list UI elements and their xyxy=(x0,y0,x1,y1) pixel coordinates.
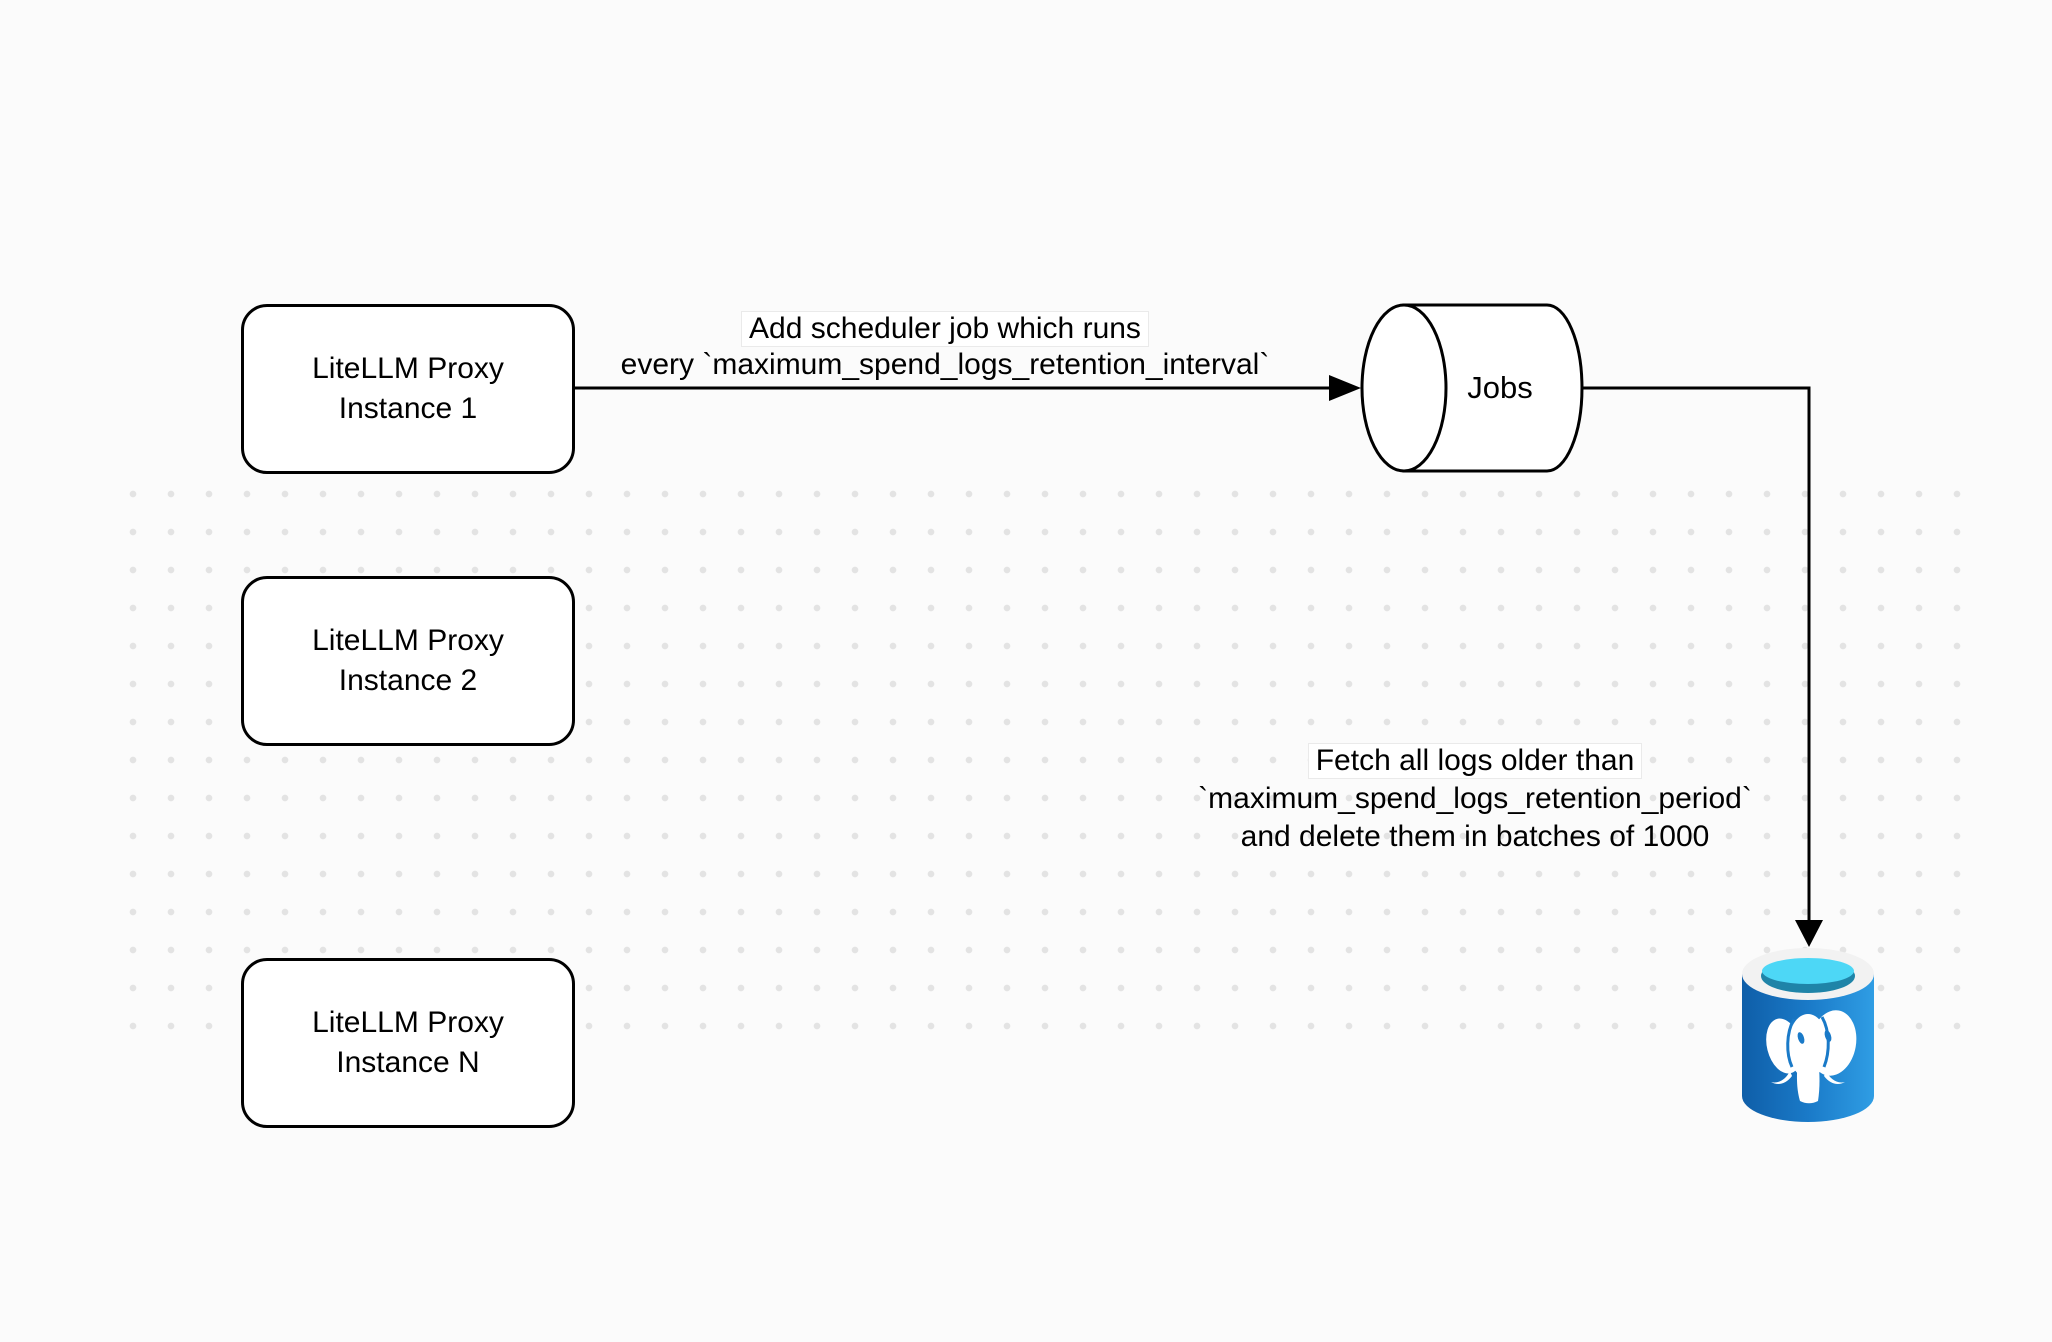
jobs-cylinder-body xyxy=(1402,303,1584,473)
elephant-left-tusk xyxy=(1771,1071,1792,1084)
postgresql-database-icon xyxy=(1742,948,1874,1122)
edge-fetch-label-line1: Fetch all logs older than xyxy=(1145,742,1805,780)
edge-schedule-label-line1: Add scheduler job which runs xyxy=(605,311,1285,347)
edge-schedule-label-line2: every `maximum_spend_logs_retention_inte… xyxy=(620,348,1270,381)
database-inner-liquid xyxy=(1762,958,1854,984)
edge-schedule-label: Add scheduler job which runs every `maxi… xyxy=(605,311,1285,383)
edge-fetch-line xyxy=(1581,386,1811,920)
proxy-instance-n-node: LiteLLM Proxy Instance N xyxy=(241,958,575,1128)
elephant-right-tusk xyxy=(1824,1071,1845,1084)
edge-fetch-label-line2: `maximum_spend_logs_retention_period` xyxy=(1198,782,1752,815)
edge-fetch-label-line3: and delete them in batches of 1000 xyxy=(1240,820,1710,853)
postgres-elephant-icon xyxy=(1766,1010,1857,1104)
proxy-instance-1-node: LiteLLM Proxy Instance 1 xyxy=(241,304,575,474)
edge-fetch-arrowhead-icon xyxy=(1795,920,1823,947)
dot-grid-background xyxy=(114,475,1986,1049)
edge-schedule-label-chip: Add scheduler job which runs xyxy=(741,311,1149,347)
jobs-cylinder-cap xyxy=(1360,303,1448,473)
proxy-instance-2-node: LiteLLM Proxy Instance 2 xyxy=(241,576,575,746)
elephant-left-crease xyxy=(1786,1018,1796,1068)
elephant-right-eye xyxy=(1824,1030,1832,1042)
jobs-queue-label: Jobs xyxy=(1467,370,1533,405)
elephant-right-crease xyxy=(1820,1016,1830,1068)
edge-fetch-label-chip: Fetch all logs older than xyxy=(1307,743,1643,779)
elephant-trunk xyxy=(1796,1058,1820,1104)
edge-fetch-label: Fetch all logs older than `maximum_spend… xyxy=(1145,742,1805,856)
edge-schedule-arrowhead-icon xyxy=(1329,375,1361,401)
elephant-left-eye xyxy=(1797,1032,1805,1044)
